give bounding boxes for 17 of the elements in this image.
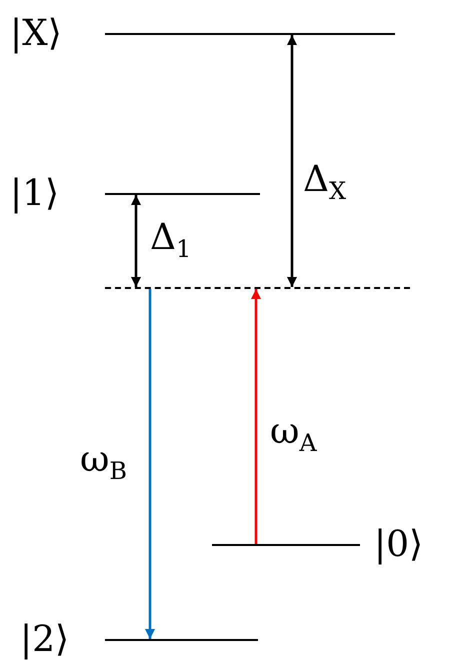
arrow — [145, 289, 155, 639]
edge-label: Δ$_{X}$ — [303, 160, 346, 208]
virtual-level-line — [105, 287, 410, 289]
energy-level-line — [212, 544, 360, 546]
double-arrow — [131, 195, 141, 287]
edge-label: ω$_{B}$ — [80, 440, 127, 488]
energy-level-line — [105, 193, 260, 195]
energy-level-line — [105, 639, 258, 641]
edge-label: ω$_{A}$ — [270, 412, 317, 460]
edge-label: Δ$_{1}$ — [150, 218, 192, 266]
state-label: |2⟩ — [20, 620, 70, 660]
double-arrow — [287, 35, 297, 287]
arrow — [251, 289, 261, 544]
energy-level-line — [105, 33, 395, 35]
state-label: |0⟩ — [374, 525, 424, 565]
state-label: |X⟩ — [10, 14, 62, 54]
state-label: |1⟩ — [10, 174, 60, 214]
